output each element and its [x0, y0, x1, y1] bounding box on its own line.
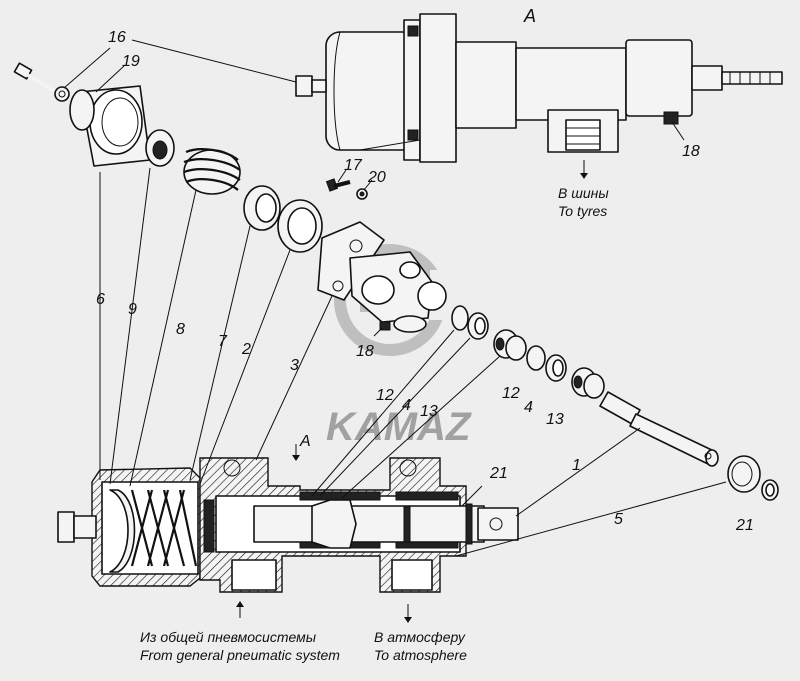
label-13-left: 13: [420, 403, 438, 420]
nut-19: [54, 86, 70, 102]
spring-8: [183, 148, 241, 195]
plug-18-small: [379, 321, 391, 331]
watermark-text: KAMAZ: [326, 405, 472, 449]
ring-12-a: [451, 305, 469, 331]
label-21-left: 21: [489, 465, 508, 482]
label-18-middle: 18: [356, 343, 374, 360]
ring-4-a: [467, 312, 489, 340]
label-2: 2: [241, 341, 251, 358]
caption-source-en: From general pneumatic system: [140, 647, 340, 663]
view-a-assembly: [295, 13, 783, 163]
ring-12-b: [526, 345, 546, 371]
seal-ring-2: [277, 199, 323, 253]
washer-7: [243, 185, 281, 231]
rod-1: [599, 391, 719, 467]
label-16: 16: [108, 29, 126, 46]
sleeve-13-a: [493, 329, 527, 361]
label-6: 6: [96, 291, 105, 308]
caption-atmosphere-ru: В атмосферу: [374, 629, 466, 645]
label-21-right: 21: [735, 517, 754, 534]
washer-20: [356, 188, 368, 200]
label-18-top: 18: [682, 143, 700, 160]
label-9: 9: [128, 301, 137, 318]
label-19: 19: [122, 53, 140, 70]
ring-4-b: [545, 354, 567, 382]
label-12-right: 12: [502, 385, 520, 402]
caption-atmosphere-en: To atmosphere: [374, 647, 467, 663]
caption-tyres-ru: В шины: [558, 185, 609, 201]
view-a-label: А: [523, 6, 536, 26]
bolt-16: [13, 62, 58, 94]
label-5: 5: [614, 511, 623, 528]
sleeve-13-b: [571, 367, 605, 399]
housing-3: [317, 221, 447, 333]
label-4-right: 4: [524, 399, 533, 416]
caption-tyres-en: To tyres: [558, 203, 607, 219]
cover-6: [69, 85, 151, 167]
label-8: 8: [176, 321, 185, 338]
label-17: 17: [344, 157, 363, 174]
section-view-assembly: [57, 457, 519, 593]
label-13-right: 13: [546, 411, 564, 428]
section-a-marker: А: [299, 433, 311, 450]
label-3: 3: [290, 357, 299, 374]
screw-17: [325, 178, 351, 192]
leader-lines: [63, 39, 727, 623]
caption-source-ru: Из общей пневмосистемы: [140, 629, 317, 645]
diaphragm-9: [145, 129, 175, 167]
plug-5: [727, 455, 761, 493]
label-4-left: 4: [402, 397, 411, 414]
label-7: 7: [218, 333, 228, 350]
ring-21-b: [761, 479, 779, 501]
label-12-left: 12: [376, 387, 394, 404]
label-20: 20: [367, 169, 386, 186]
label-1: 1: [572, 457, 581, 474]
